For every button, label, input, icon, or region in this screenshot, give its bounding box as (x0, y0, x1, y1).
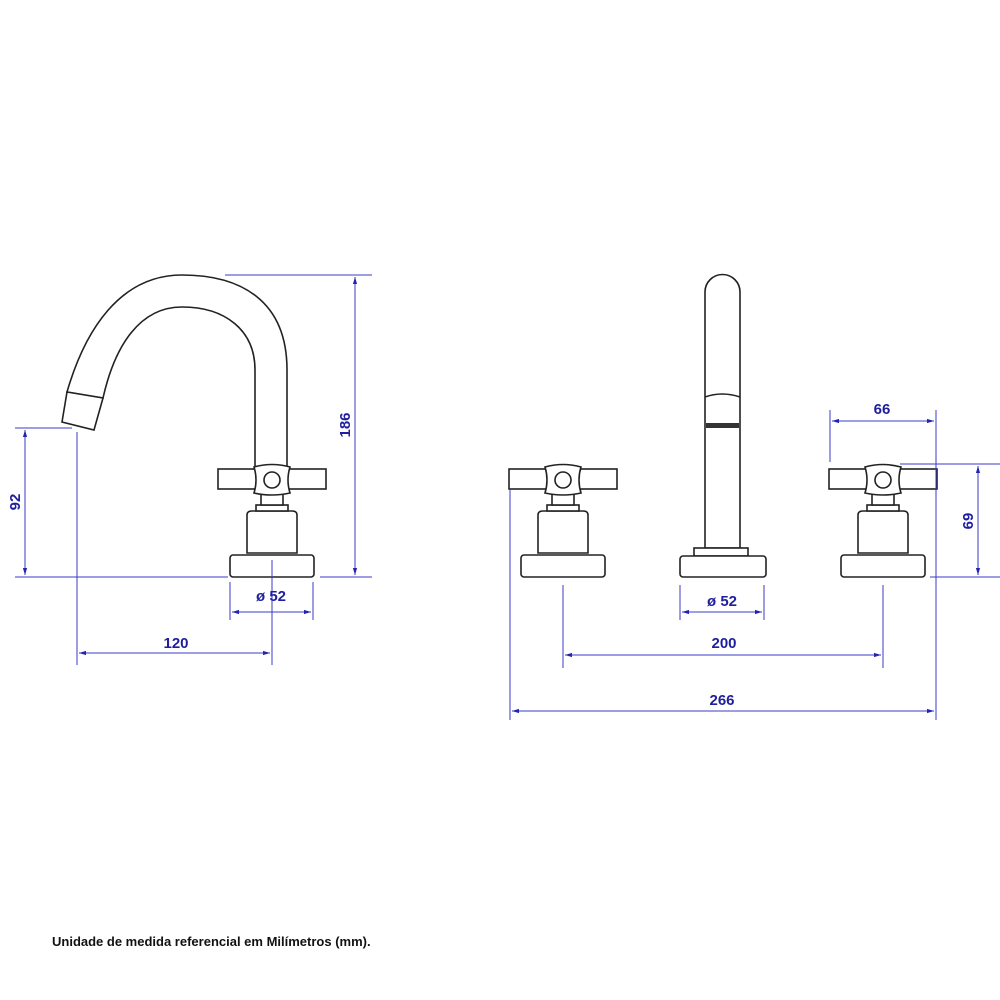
dim-spout-height: 92 (7, 494, 24, 511)
dim-handle-width: 66 (874, 401, 891, 418)
dim-handle-height: 69 (960, 513, 977, 530)
aerator (706, 423, 739, 428)
dim-overall-width: 266 (709, 692, 734, 709)
dim-spout-reach: 120 (163, 635, 188, 652)
faucet-side-view (61, 274, 327, 578)
aerator-nozzle (61, 391, 105, 431)
handle-hot (508, 463, 618, 578)
dim-base-diameter-right: ø 52 (707, 593, 737, 610)
handle-cold (828, 463, 938, 578)
dim-handle-spacing: 200 (711, 635, 736, 652)
spout-tube (704, 273, 741, 549)
dim-total-height: 186 (337, 412, 354, 437)
faucet-front-view (508, 273, 938, 578)
dim-base-diameter-left: ø 52 (256, 588, 286, 605)
dimension-lines (15, 274, 1000, 720)
units-note: Unidade de medida referencial em Milímet… (52, 934, 371, 949)
